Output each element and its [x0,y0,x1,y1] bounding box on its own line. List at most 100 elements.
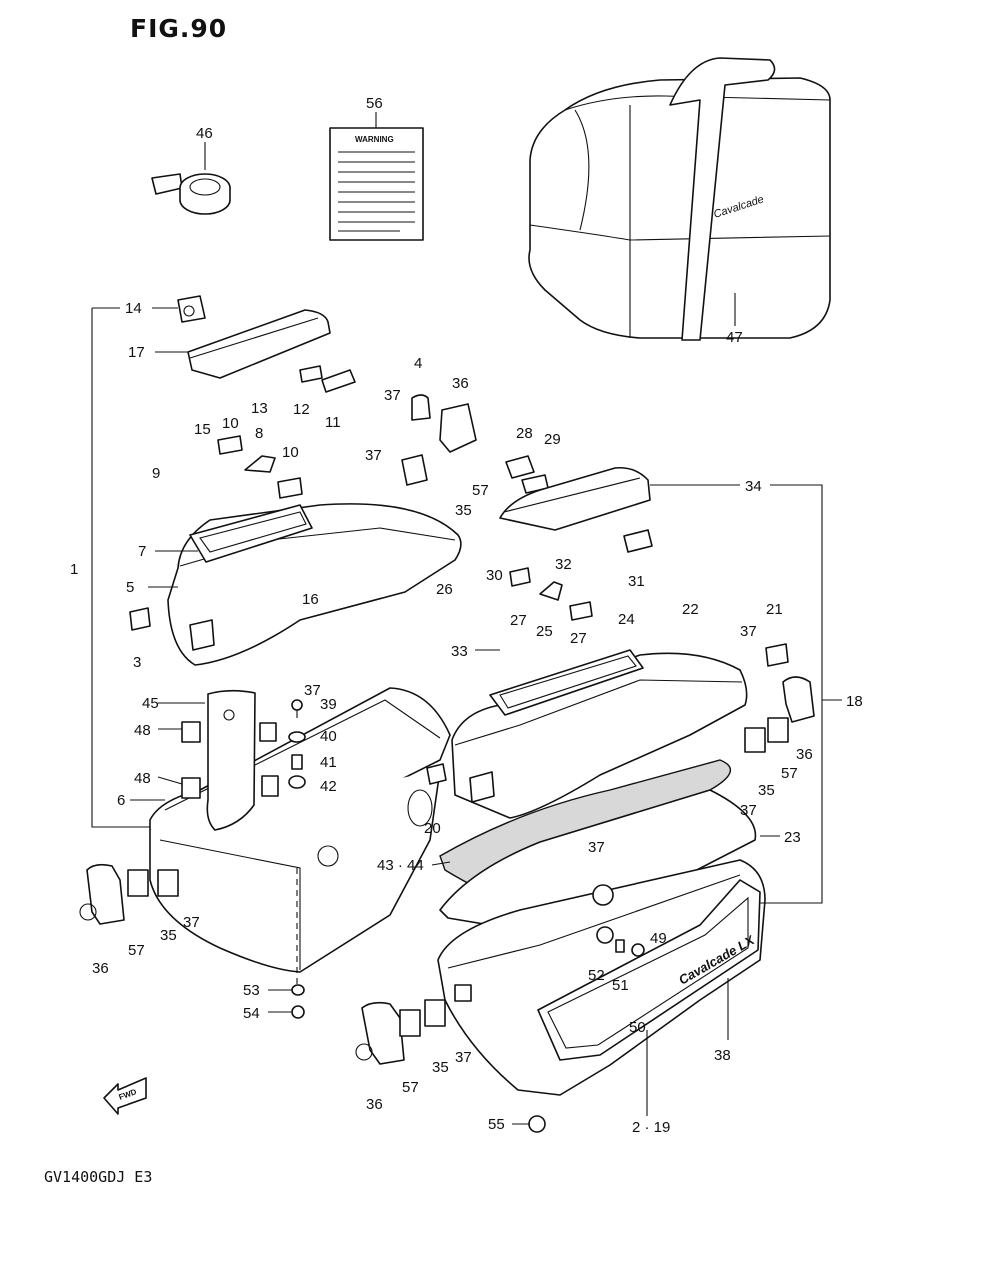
callout-label: 45 [142,695,159,712]
callout-label: 37 [304,682,321,699]
part-11-12-clips [299,365,356,393]
callout-label: 56 [366,95,383,112]
callout-label: 46 [196,125,213,142]
leader-lines [91,112,842,1125]
part-25-27-31-brackets [509,529,653,621]
callout-label: 49 [650,930,667,947]
callout-label: 37 [183,914,200,931]
callout-label: 37 [588,839,605,856]
callout-label: 4 [414,355,422,372]
callout-label: 54 [243,1005,260,1022]
callout-label: 53 [243,982,260,999]
callout-label: 26 [436,581,453,598]
callout-label: 5 [126,579,134,596]
part-28-29-hinge [505,455,549,494]
callout-label: 30 [486,567,503,584]
callout-label: 51 [612,977,629,994]
callout-label: 38 [714,1047,731,1064]
callout-label: 10 [282,444,299,461]
callout-label: 42 [320,778,337,795]
part-56-warning-label: WARNING [329,127,424,241]
callout-label: 8 [255,425,263,442]
callout-label: 14 [125,300,142,317]
part-14-hinge [177,295,206,323]
callout-label: 36 [366,1096,383,1113]
callout-label: 57 [128,942,145,959]
part-4-36-lock-latch [401,394,477,486]
callout-label: 18 [846,693,863,710]
part-34-side-lid-cover [499,466,651,531]
callout-label: 48 [134,722,151,739]
callout-label: 6 [117,792,125,809]
callout-label: 40 [320,728,337,745]
part-55-foot [528,1115,546,1133]
part-21-36-saddlebag-lock [744,643,815,753]
callout-label: 35 [432,1059,449,1076]
callout-label: 41 [320,754,337,771]
callout-label: 50 [629,1019,646,1036]
callout-label: 37 [365,447,382,464]
part-48-straps [181,721,279,799]
callout-label: 37 [740,623,757,640]
callout-label: 32 [555,556,572,573]
callout-label: 7 [138,543,146,560]
callout-label: 36 [452,375,469,392]
callout-label: 22 [682,601,699,618]
callout-label: 36 [92,960,109,977]
callout-label: 23 [784,829,801,846]
callout-label: 47 [726,329,743,346]
part-53-54-feet [291,984,305,1019]
part-17-lid-cover [187,309,331,379]
callout-label: 39 [320,696,337,713]
callout-label: 57 [402,1079,419,1096]
callout-label: 11 [325,414,341,431]
part-36-lower-lock [355,984,472,1065]
callout-label: 27 [510,612,527,629]
part-2-19-saddlebag-body: Cavalcade LX [437,859,766,1096]
warning-label-heading: WARNING [355,135,394,144]
callout-label: 55 [488,1116,505,1133]
part-39-42-hardware [288,699,306,789]
part-45-tool-bag [206,689,256,831]
callout-label: 37 [740,802,757,819]
callout-label: 20 [424,820,441,837]
callout-label: 3 [133,654,141,671]
callout-label: 33 [451,643,468,660]
callout-labels: 1 2 · 19 3 4 5 6 7 8 9 10 10 11 12 13 14… [70,95,863,1136]
callout-label: 2 · 19 [632,1119,670,1136]
callout-label: 13 [251,400,268,417]
callout-label: 48 [134,770,151,787]
part-36-trunk-lock [79,863,179,925]
figure-title: FIG.90 [130,14,228,43]
callout-label: 9 [152,465,160,482]
callout-label: 57 [472,482,489,499]
fwd-arrow: FWD [103,1077,147,1115]
callout-label: 10 [222,415,239,432]
callout-label: 16 [302,591,319,608]
callout-label: 21 [766,601,783,618]
model-code: GV1400GDJ E3 [44,1168,153,1186]
callout-label: 37 [455,1049,472,1066]
callout-label: 31 [628,573,645,590]
callout-label: 37 [384,387,401,404]
callout-label: 1 [70,561,78,578]
callout-label: 43 · 44 [377,857,424,874]
callout-label: 28 [516,425,533,442]
callout-label: 17 [128,344,145,361]
callout-label: 12 [293,401,310,418]
callout-label: 15 [194,421,211,438]
callout-label: 35 [758,782,775,799]
callout-label: 25 [536,623,553,640]
part-47-luggage-bag: Cavalcade [528,57,831,341]
callout-label: 27 [570,630,587,647]
callout-label: 57 [781,765,798,782]
callout-label: 35 [160,927,177,944]
part-22-saddlebag-lid [426,649,748,819]
part-8-10-bracket [217,435,303,499]
part-5-top-trunk-lid [129,503,462,666]
callout-label: 29 [544,431,561,448]
callout-label: 34 [745,478,762,495]
callout-label: 52 [588,967,605,984]
callout-label: 35 [455,502,472,519]
